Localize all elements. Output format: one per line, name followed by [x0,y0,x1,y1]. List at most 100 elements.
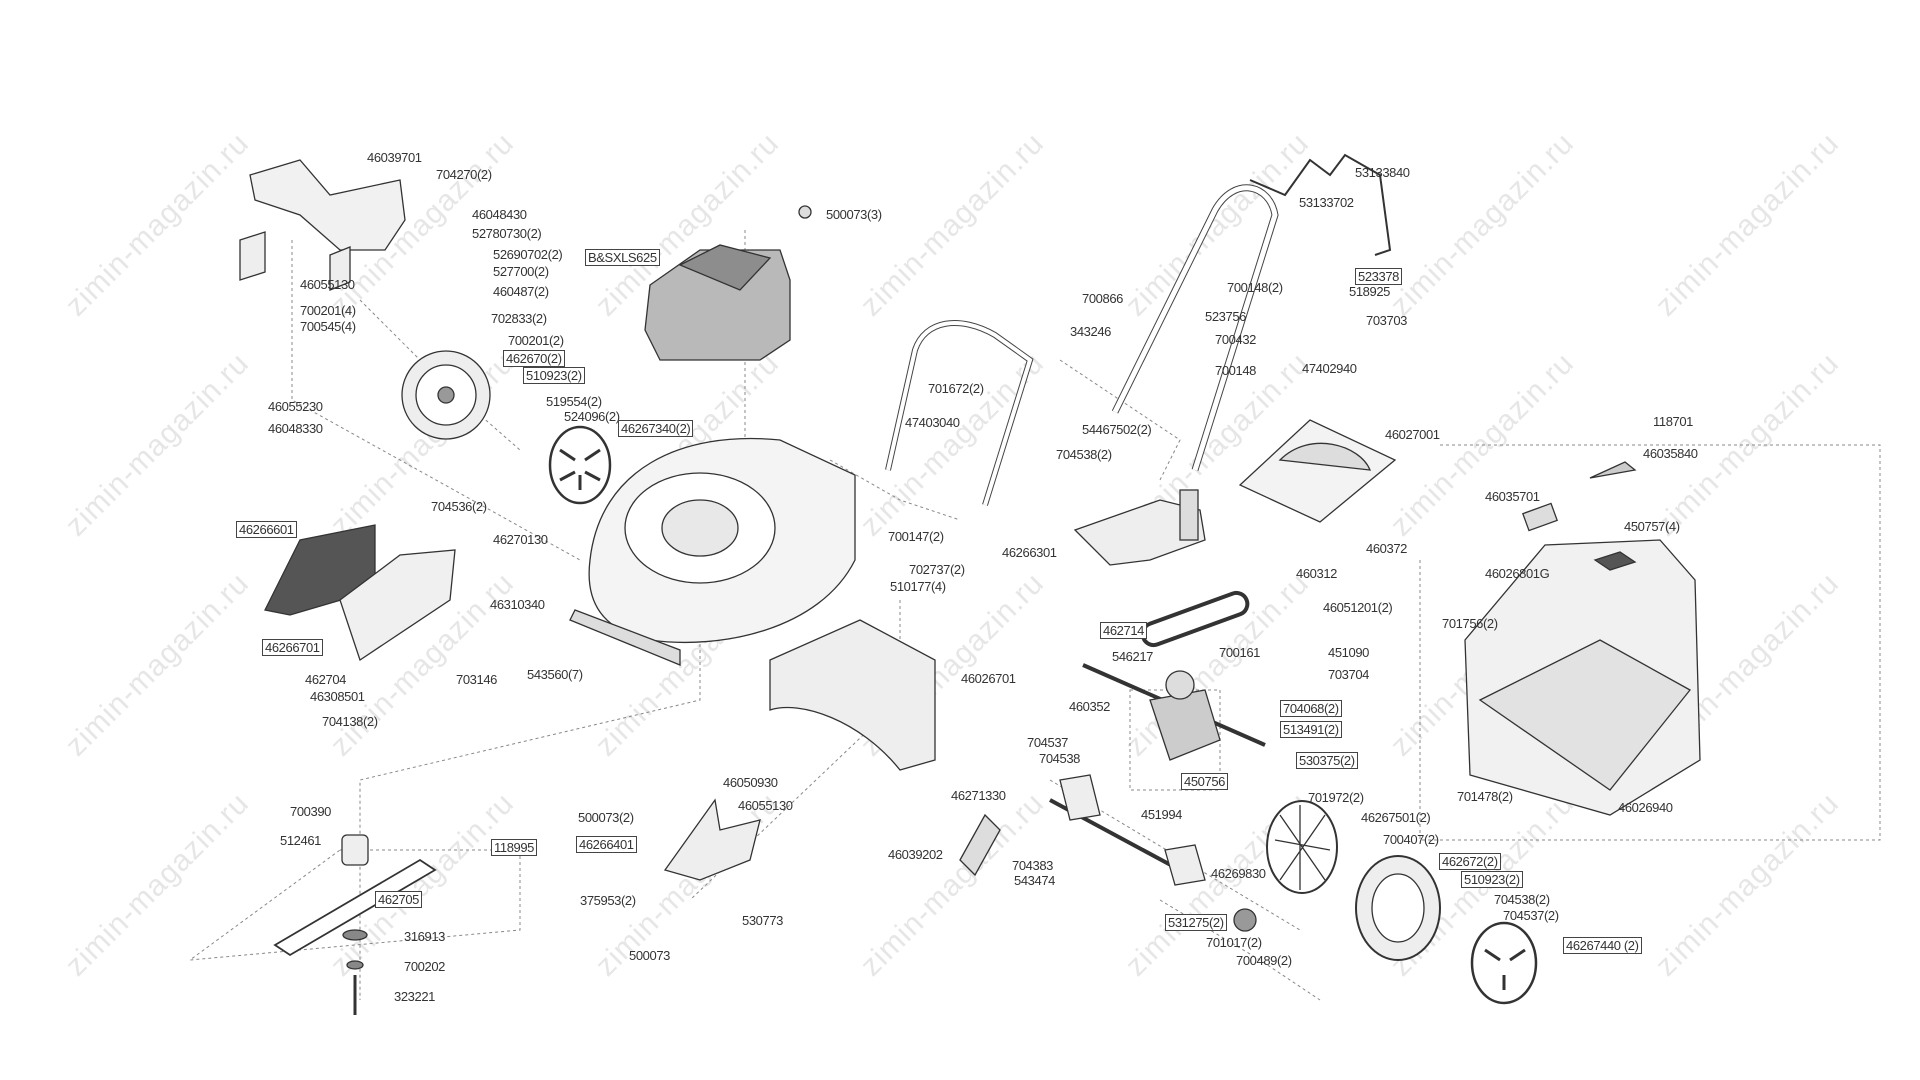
part-label: 460487(2) [493,284,549,299]
part-label: 546217 [1112,649,1153,664]
part-label: 46035840 [1643,446,1698,461]
part-label: 704270(2) [436,167,492,182]
deck-part [569,437,856,666]
part-label: 47402940 [1302,361,1357,376]
part-label: 700202 [404,959,445,974]
part-label: 46051201(2) [1323,600,1393,615]
part-label: 512461 [280,833,321,848]
blade-part [273,858,437,957]
bail-part [1249,153,1392,256]
part-label: 704536(2) [431,499,487,514]
part-label: 543560(7) [527,667,583,682]
part-label: 700545(4) [300,319,356,334]
part-label: 702833(2) [491,311,547,326]
part-label: 460372 [1366,541,1407,556]
part-label: 343246 [1070,324,1111,339]
part-label: 451090 [1328,645,1369,660]
part-label: 46271330 [951,788,1006,803]
part-label: 46050930 [723,775,778,790]
part-label: 52690702(2) [493,247,563,262]
part-label-boxed: 118995 [491,839,538,856]
part-label: 704383 [1012,858,1053,873]
part-label-boxed: 510923(2) [523,367,585,384]
part-label-boxed: 462714 [1100,622,1147,639]
part-label: 703146 [456,672,497,687]
part-label: 460312 [1296,566,1337,581]
part-label-boxed: 704068(2) [1280,700,1342,717]
part-label: 46267501(2) [1361,810,1431,825]
part-label: 462704 [305,672,346,687]
part-label: 518925 [1349,284,1390,299]
part-label: 323221 [394,989,435,1004]
part-label: 46026801G [1485,566,1550,581]
lower-handle-part [885,320,1034,506]
mulch-insert-part [663,798,761,881]
part-label: 700866 [1082,291,1123,306]
part-label: 46055230 [268,399,323,414]
part-label-boxed: 510923(2) [1461,871,1523,888]
part-label: 701672(2) [928,381,984,396]
part-label: 47403040 [905,415,960,430]
rear-hubcap-part [1470,921,1538,1005]
part-label: 701756(2) [1442,616,1498,631]
part-label: 46027001 [1385,427,1440,442]
grass-bag-part [1464,461,1701,816]
part-label: 54467502(2) [1082,422,1152,437]
part-label: 46048330 [268,421,323,436]
part-label-boxed: 462705 [375,891,422,908]
side-discharge-part [264,524,376,616]
part-label: 701017(2) [1206,935,1262,950]
part-label-boxed: 46266701 [262,639,323,656]
part-label: 46310340 [490,597,545,612]
part-label: 510177(4) [890,579,946,594]
part-label: 701972(2) [1308,790,1364,805]
part-label: 704538(2) [1056,447,1112,462]
part-label-boxed: 46267440 (2) [1563,937,1642,954]
part-label: 500073(3) [826,207,882,222]
part-label: 118701 [1653,414,1694,429]
part-label: 704537(2) [1503,908,1559,923]
part-label-boxed: 450756 [1181,773,1228,790]
part-label: 700148(2) [1227,280,1283,295]
part-label: 46039701 [367,150,422,165]
part-label-boxed: 531275(2) [1165,914,1227,931]
part-label: 53133702 [1299,195,1354,210]
part-label: 46026940 [1618,800,1673,815]
part-label: 375953(2) [580,893,636,908]
part-label: 524096(2) [564,409,620,424]
part-label: 460352 [1069,699,1110,714]
part-label-boxed: 46266601 [236,521,297,538]
part-label: 46035701 [1485,489,1540,504]
part-label: 53133840 [1355,165,1410,180]
part-label: 46269830 [1211,866,1266,881]
part-label: 316913 [404,929,445,944]
transmission-part [959,590,1266,932]
part-label: 52780730(2) [472,226,542,241]
part-label-boxed: 46266401 [576,836,637,853]
part-label: 46055130 [300,277,355,292]
part-label: 702737(2) [909,562,965,577]
part-label: 704538 [1039,751,1080,766]
part-label: 704538(2) [1494,892,1550,907]
part-label: 46055130 [738,798,793,813]
part-label-boxed: 513491(2) [1280,721,1342,738]
part-label: 700489(2) [1236,953,1292,968]
part-label: 700407(2) [1383,832,1439,847]
part-label: 700161 [1219,645,1260,660]
part-label-boxed: 523378 [1355,268,1402,285]
rear-flap-part [769,619,936,771]
part-label: 700432 [1215,332,1256,347]
part-label: 46048430 [472,207,527,222]
part-label: 543474 [1014,873,1055,888]
flap-part [1238,419,1397,523]
front-hubcap-part [548,425,612,505]
mulch-plug-part [1073,499,1206,566]
part-label-boxed: 46267340(2) [618,420,694,437]
part-label: 46039202 [888,847,943,862]
engine-part [644,205,812,361]
part-label-boxed: 462672(2) [1439,853,1501,870]
part-label-boxed: 530375(2) [1296,752,1358,769]
part-label: 700147(2) [888,529,944,544]
part-label: 500073(2) [578,810,634,825]
